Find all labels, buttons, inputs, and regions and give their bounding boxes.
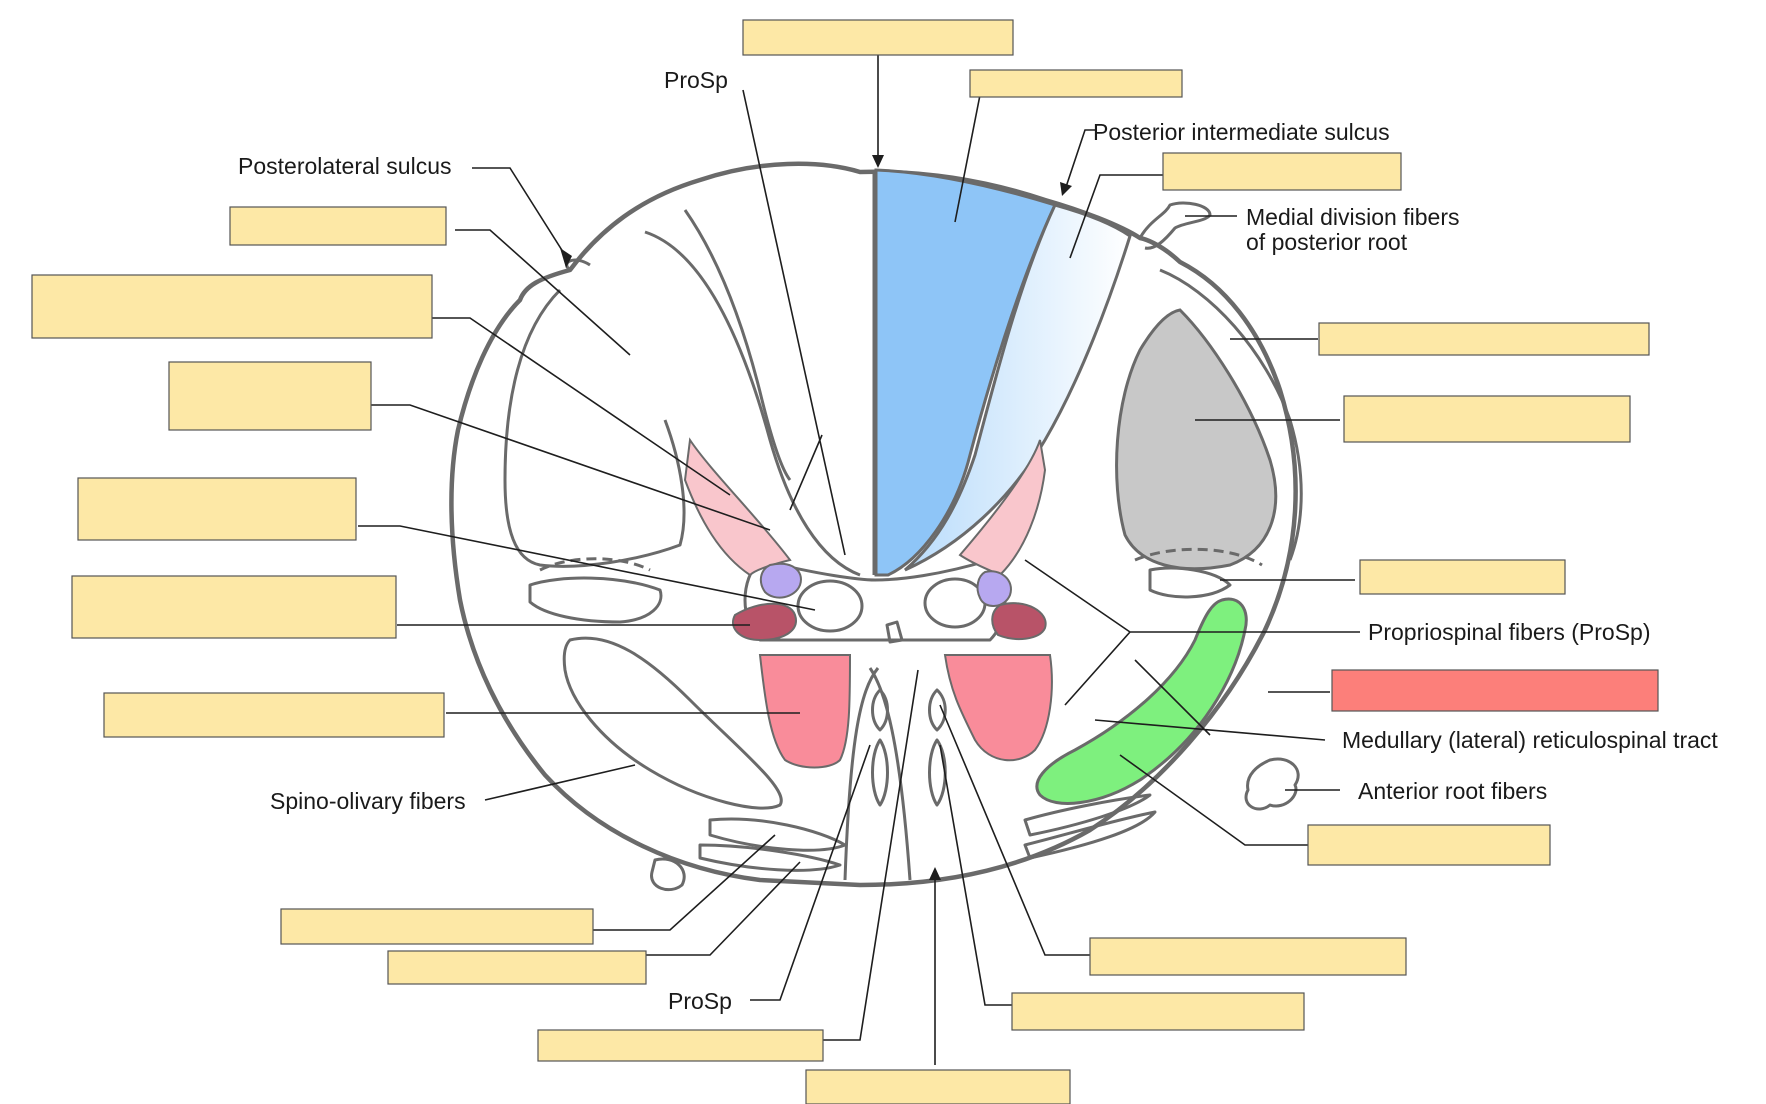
left-rubrospinal-outline (528, 576, 663, 624)
left-nucleus-outline (796, 579, 864, 633)
right-anterior-tract-1 (928, 688, 947, 732)
blank-box-left-5[interactable] (71, 575, 397, 639)
right-nucleus-outline (923, 577, 987, 629)
label-propriospinal-fibers: Propriospinal fibers (ProSp) (1368, 619, 1651, 645)
fasciculus-cuneatus (904, 203, 1132, 572)
right-anterior-band-2 (1023, 810, 1157, 860)
blank-box-bottom-left-1[interactable] (280, 908, 594, 945)
blank-box-right-4[interactable] (1307, 824, 1551, 866)
highlight-box-right[interactable] (1331, 669, 1659, 712)
green-tract (1035, 597, 1248, 805)
left-anterior-tract-2 (871, 738, 889, 807)
left-column-divider (683, 209, 792, 481)
left-purple-nucleus (759, 562, 802, 599)
left-anterior-band-2 (698, 843, 842, 872)
leader-lines (358, 50, 1360, 1065)
blank-box-right-3[interactable] (1359, 559, 1566, 595)
label-spino-olivary: Spino-olivary fibers (270, 788, 466, 814)
blank-box-bottom-center[interactable] (805, 1069, 1071, 1104)
left-anterior-spinocerebellar (562, 636, 783, 810)
blank-boxes (31, 19, 1659, 1104)
anterior-root-fibers (1244, 757, 1300, 811)
blank-box-bottom-left-2[interactable] (387, 950, 647, 985)
blank-box-left-4[interactable] (77, 477, 357, 541)
blank-box-bottom-right-2[interactable] (1011, 992, 1305, 1031)
blank-box-top[interactable] (742, 19, 1014, 56)
blank-box-left-2[interactable] (31, 274, 433, 339)
blank-box-fasciculus-gracilis[interactable] (969, 69, 1183, 98)
blank-box-left-6[interactable] (103, 692, 445, 738)
anterior-median-fissure (843, 667, 912, 881)
blank-box-right-1[interactable] (1318, 322, 1650, 356)
text-labels: ProSp Posterolateral sulcus Posterior in… (238, 67, 1718, 1014)
label-anterior-root-fibers: Anterior root fibers (1358, 778, 1547, 804)
medial-division-root (1138, 201, 1212, 250)
blank-box-bottom-right-1[interactable] (1089, 937, 1407, 976)
blank-box-bottom-left-3[interactable] (537, 1029, 824, 1062)
label-medullary-reticulospinal: Medullary (lateral) reticulospinal tract (1342, 727, 1718, 753)
left-lateral-tract-outline (503, 288, 686, 568)
left-posterior-column (644, 230, 861, 577)
left-lateral-dashed (539, 557, 651, 572)
left-root-entry (565, 258, 591, 272)
left-anterior-band-1 (708, 817, 847, 852)
right-substantia-gelatinosa (958, 439, 1047, 577)
label-medial-division-2: of posterior root (1246, 229, 1408, 255)
blank-box-left-3[interactable] (168, 361, 372, 431)
fasciculus-gracilis (874, 168, 1058, 577)
anterior-root-fiber-small (650, 857, 686, 891)
right-anterior-band-1 (1023, 793, 1152, 837)
label-posterior-intermediate-sulcus: Posterior intermediate sulcus (1093, 119, 1390, 145)
right-lateral-area (1148, 566, 1232, 599)
lateral-corticospinal-dashed (1134, 547, 1263, 567)
right-purple-nucleus (976, 570, 1012, 607)
left-substantia-gelatinosa (683, 437, 792, 577)
right-anterior-horn (943, 654, 1053, 762)
label-prosp-top: ProSp (664, 67, 728, 93)
left-anterior-horn (758, 654, 852, 769)
left-intermediolateral (732, 602, 797, 642)
blank-box-right-2[interactable] (1343, 395, 1631, 443)
cord-outline (449, 161, 1298, 888)
label-prosp-bottom: ProSp (668, 988, 732, 1014)
central-canal (885, 620, 904, 644)
label-posterolateral-sulcus: Posterolateral sulcus (238, 153, 452, 179)
label-medial-division-1: Medial division fibers (1246, 204, 1459, 230)
spinal-cord-section (449, 161, 1303, 891)
blank-box-left-1[interactable] (229, 206, 447, 246)
blank-box-fasciculus-cuneatus[interactable] (1162, 152, 1402, 191)
left-anterior-tract-1 (871, 688, 889, 732)
right-intermediolateral (991, 602, 1047, 641)
right-anterior-tract-2 (928, 738, 947, 807)
